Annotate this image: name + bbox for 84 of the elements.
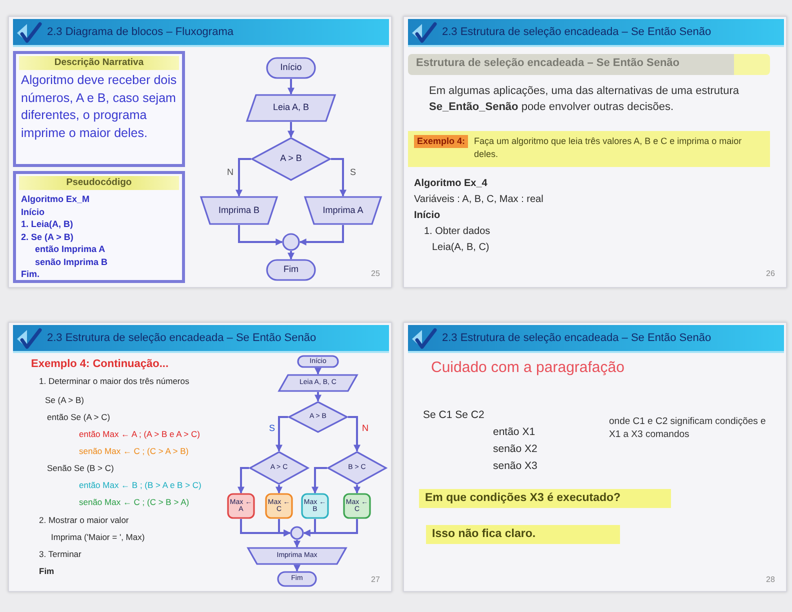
note-text: onde C1 e C2 significam condições e X1 a X3 comandos (609, 415, 767, 441)
flow-arrow (294, 540, 300, 548)
slide-panel (8, 322, 392, 592)
code-line: Se C1 Se C2 (423, 409, 484, 422)
flow-arrow (288, 251, 294, 260)
code-line: Algoritmo Ex_4 (414, 177, 488, 190)
edge-label: S (268, 423, 276, 433)
flow-arrow (294, 564, 300, 572)
flow-arrow (278, 519, 291, 536)
connector-circle (282, 233, 300, 251)
heading-text: Cuidado com a paragrafação (431, 359, 624, 377)
code-line: Senão Se (B > C) (47, 463, 114, 474)
flow-arrow (276, 485, 282, 494)
connector-circle (290, 526, 304, 540)
code-line: 2. Mostrar o maior valor (39, 515, 129, 526)
code-line: Fim (39, 566, 54, 577)
code-line: Imprima ('Maior = ', Max) (51, 532, 145, 543)
slide-title: 2.3 Diagrama de blocos – Fluxograma (47, 26, 234, 38)
flow-arrow (236, 158, 251, 197)
code-line: 1. Leia(A, B) (21, 218, 74, 230)
code-line: senão X3 (493, 460, 538, 473)
code-line: 1. Determinar o maior dos três números (39, 376, 190, 387)
edge-label: S (349, 167, 358, 177)
flow-arrow (312, 467, 327, 494)
code-line: Fim. (21, 268, 40, 280)
code-line: Se (A > B) (45, 395, 84, 406)
code-line: senão Max ← C ; (C > B > A) (79, 497, 190, 508)
highlight-box: Em que condições X3 é executado? (419, 489, 671, 508)
flow-arrow (238, 225, 283, 246)
edge-label: N (226, 167, 234, 177)
code-line: 2. Se (A > B) (21, 230, 74, 243)
flow-arrow (288, 79, 294, 95)
code-line: Início (414, 209, 440, 222)
highlight-box: Isso não fica claro. (426, 525, 620, 544)
paragraph-text: Em algumas aplicações, uma das alternativas de uma estrutura Se_Então_Senão pode envolver outras decisões. (429, 84, 740, 115)
code-line: Início (21, 206, 45, 218)
code-line: 1. Obter dados (424, 225, 490, 238)
output-trapezoid: Imprima A (304, 196, 382, 225)
flow-arrow (238, 467, 249, 494)
panel-heading: Descrição Narrativa (19, 56, 179, 70)
page-number: 28 (766, 575, 775, 584)
decision-diamond: A > B (251, 137, 331, 181)
slide-panel (403, 322, 787, 592)
code-line: senão Max ← C ; (C > A > B) (79, 446, 189, 457)
slide-panel (8, 16, 392, 288)
subtitle-bar: Estrutura de seleção encadeada – Se Então Senão (408, 54, 770, 75)
code-line: então Max ← A ; (A > B e A > C) (79, 429, 200, 440)
slide-title: 2.3 Estrutura de seleção encadeada – Se Então Senão (442, 26, 712, 38)
page-number: 27 (371, 575, 380, 584)
code-line: senão Imprima B (35, 256, 108, 268)
code-line: então Max ← B ; (B > A e B > C) (79, 480, 202, 491)
flow-arrow (354, 485, 360, 494)
panel-heading: Pseudocódigo (19, 176, 179, 190)
slide-title: 2.3 Estrutura de seleção encadeada – Se Então Senão (47, 332, 316, 344)
input-parallelogram: Leia A, B (246, 94, 336, 122)
code-line: senão X2 (493, 443, 538, 456)
code-line: Variáveis : A, B, C, Max : real (414, 193, 544, 206)
code-line: Leia(A, B, C) (432, 241, 490, 254)
flow-arrow (314, 368, 322, 375)
example-text: Faça um algoritmo que leia três valores A, B e C e imprima o maior deles. (474, 135, 743, 161)
flow-arrow (348, 416, 360, 452)
slide-panel (403, 16, 787, 288)
page-number: 26 (766, 269, 775, 278)
example-box (408, 131, 770, 167)
code-line: 3. Terminar (39, 549, 82, 560)
panel-text: Algoritmo deve receber dois números, A e B, caso sejam diferentes, o programa imprime o maior deles. (20, 72, 178, 142)
flow-arrow (303, 519, 358, 536)
flow-arrow (299, 225, 344, 246)
flow-arrow (331, 158, 346, 197)
heading-text: Exemplo 4: Continuação... (31, 358, 169, 371)
code-line: então Se (A > C) (47, 412, 110, 423)
output-trapezoid: Imprima B (200, 196, 278, 225)
code-line: então Imprima A (35, 243, 106, 256)
flow-arrow (288, 122, 294, 138)
flow-arrow (276, 416, 288, 452)
code-line: então X1 (493, 426, 536, 439)
text-panel (13, 171, 185, 283)
edge-label: N (361, 423, 370, 433)
code-line: Algoritmo Ex_M (21, 193, 90, 206)
flow-arrow (314, 392, 322, 402)
page-number: 25 (371, 269, 380, 278)
slide-title: 2.3 Estrutura de seleção encadeada – Se Então Senão (442, 332, 712, 344)
example-tag: Exemplo 4: (414, 135, 468, 148)
text-panel (13, 51, 185, 167)
